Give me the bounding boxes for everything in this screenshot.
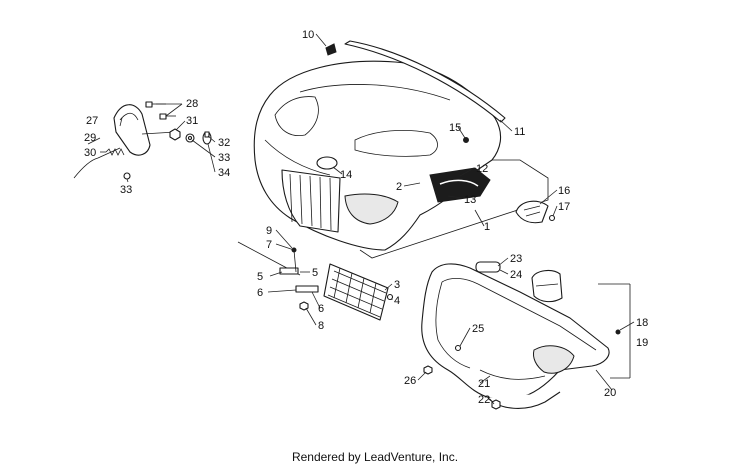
rivet-18-icon [615,329,621,335]
decal-stripe [439,179,479,187]
grille-slats [289,173,332,231]
bracket-5a [279,267,299,275]
callout-21: 21 [478,378,490,390]
callout-30: 30 [84,147,96,159]
nut-icon [169,128,181,141]
callout-9: 9 [266,225,272,237]
callout-24: 24 [510,269,522,281]
hood-emblem [316,156,338,170]
callout-6-right: 6 [318,303,324,315]
callout-5-left: 5 [257,271,263,283]
callout-12: 12 [476,163,488,175]
callout-5-right: 5 [312,267,318,279]
latch-bracket [515,200,549,224]
headlight-lens [344,193,399,225]
callout-20: 20 [604,387,616,399]
callout-22: 22 [478,394,490,406]
callout-33-lower: 33 [120,184,132,196]
shield-edge [119,112,139,121]
washer-lower-icon [123,172,131,180]
hood-crease [264,84,451,176]
callout-labels: 10 11 15 12 2 14 13 1 16 17 27 28 31 32 … [84,29,648,406]
callout-1: 1 [484,221,490,233]
bracket-6 [295,285,319,293]
callout-31: 31 [186,115,198,127]
callout-8: 8 [318,320,324,332]
callout-4: 4 [394,295,400,307]
tray-compartment [533,345,575,374]
latch-ribs [523,205,541,217]
spring-icon [105,148,125,156]
callout-34: 34 [218,167,230,179]
latch-screw-icon [548,214,556,222]
callout-26: 26 [404,375,416,387]
trim-clip [325,43,337,56]
catch-line [535,283,559,287]
callout-18: 18 [636,317,648,329]
light-shield [113,104,151,156]
callout-32: 32 [218,137,230,149]
callout-11: 11 [514,126,525,138]
callout-16: 16 [558,185,570,197]
grille-screen-assembly [237,241,394,321]
callout-7: 7 [266,239,272,251]
callout-13: 13 [464,194,476,206]
lid-latch-24 [475,261,501,273]
screw-25-icon [454,344,462,352]
callout-14: 14 [340,169,352,181]
nut-22-icon [491,399,501,410]
hood-fastener [463,137,469,143]
lid-catch-23 [531,269,563,303]
callout-33-upper: 33 [218,152,230,164]
mesh-screen [323,263,389,321]
mesh-pattern [327,267,387,318]
hood-vent-left [274,96,319,137]
light-bracket-assembly [73,101,212,180]
callout-23: 23 [510,253,522,265]
callout-28: 28 [186,98,198,110]
screw-4-icon [386,293,394,301]
leader-lines [87,33,635,405]
callout-27: 27 [86,115,98,127]
bracket-rod [73,147,121,179]
tray-lower-edge [479,369,546,380]
callout-25: 25 [472,323,484,335]
hood-assembly [253,40,549,259]
callout-10: 10 [302,29,314,41]
hood-decal-dark [429,167,491,203]
latch-assembly [515,200,556,224]
callout-29: 29 [84,132,96,144]
tray-inner-rim [435,278,597,369]
washer-hole [187,135,193,141]
callout-2: 2 [396,181,402,193]
hood-vent-right [354,129,438,157]
bolt-icon [145,101,176,120]
callout-15: 15 [449,122,461,134]
hood-trim-strip [344,40,506,123]
callout-3: 3 [394,279,400,291]
render-credit: Rendered by LeadVenture, Inc. [291,450,459,464]
callout-6-left: 6 [257,287,263,299]
hood-group-bracket [359,159,549,259]
callout-17: 17 [558,201,570,213]
callout-19: 19 [636,337,648,349]
storage-panel-assembly [421,261,631,410]
pin-7 [293,249,297,273]
